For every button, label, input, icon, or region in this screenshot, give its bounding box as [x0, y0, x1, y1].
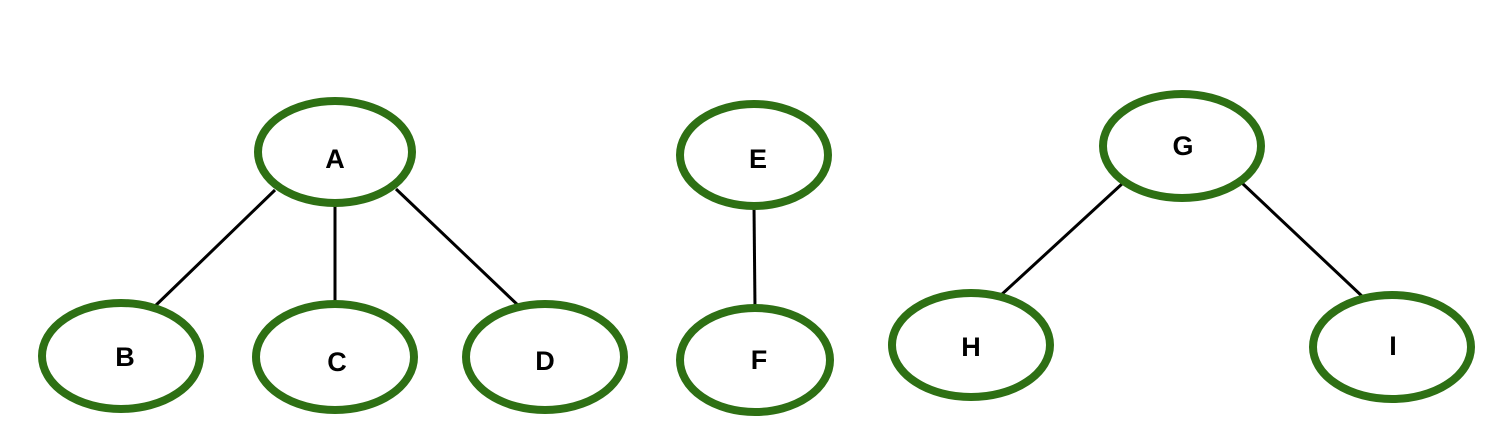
node-ellipse-g[interactable]: [1099, 90, 1265, 202]
graph-node-a[interactable]: A: [254, 97, 416, 207]
node-label-i: I: [1389, 331, 1397, 361]
node-label-d: D: [535, 346, 555, 376]
node-ellipse-f[interactable]: [676, 304, 834, 416]
graph-edge-e-f: [752, 205, 757, 310]
node-ellipse-h[interactable]: [888, 289, 1054, 401]
node-label-c: C: [327, 347, 347, 377]
graph-node-c[interactable]: C: [252, 300, 418, 414]
node-ellipse-c[interactable]: [252, 300, 418, 414]
node-label-e: E: [749, 144, 767, 174]
graph-node-b[interactable]: B: [38, 299, 204, 413]
node-label-f: F: [751, 345, 768, 375]
graph-edge-g-i: [1240, 181, 1366, 300]
graph-node-g[interactable]: G: [1099, 90, 1265, 202]
node-ellipse-b[interactable]: [38, 299, 204, 413]
graph-edge-a-b: [150, 188, 277, 311]
graph-node-f[interactable]: F: [676, 304, 834, 416]
edges-layer: [150, 181, 1366, 312]
node-ellipse-i[interactable]: [1309, 291, 1475, 403]
node-ellipse-a[interactable]: [254, 97, 416, 207]
graph-node-d[interactable]: D: [462, 300, 628, 414]
graph-node-h[interactable]: H: [888, 289, 1054, 401]
node-ellipse-d[interactable]: [462, 300, 628, 414]
node-label-g: G: [1172, 131, 1193, 161]
node-label-a: A: [325, 144, 345, 174]
graph-node-e[interactable]: E: [676, 100, 832, 210]
node-label-b: B: [115, 342, 135, 372]
graph-node-i[interactable]: I: [1309, 291, 1475, 403]
graph-edge-g-h: [998, 181, 1125, 298]
node-ellipse-e[interactable]: [676, 100, 832, 210]
node-label-h: H: [961, 332, 981, 362]
nodes-layer: A B C D E F G H I: [38, 90, 1475, 416]
graph-edge-a-d: [394, 187, 524, 311]
